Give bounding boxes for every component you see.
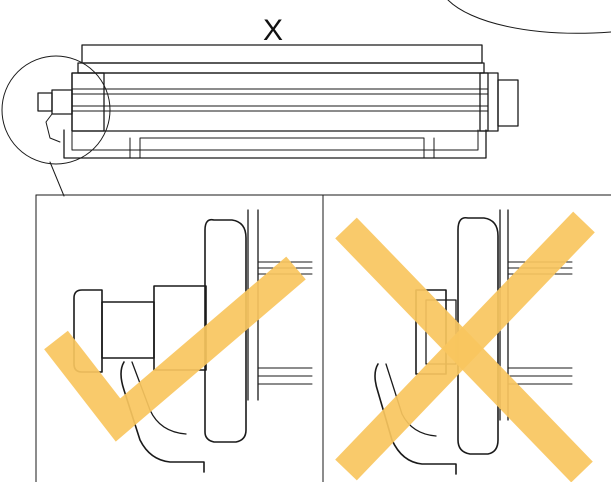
detail-callout-circle: [1, 55, 111, 165]
cross-icon: [335, 211, 595, 482]
callout-leader-line: [49, 161, 65, 197]
view-label: X: [263, 14, 283, 47]
callout-circle-arc: [447, 0, 611, 34]
roller-assembly: [37, 44, 519, 159]
checkmark-icon: [44, 256, 306, 442]
